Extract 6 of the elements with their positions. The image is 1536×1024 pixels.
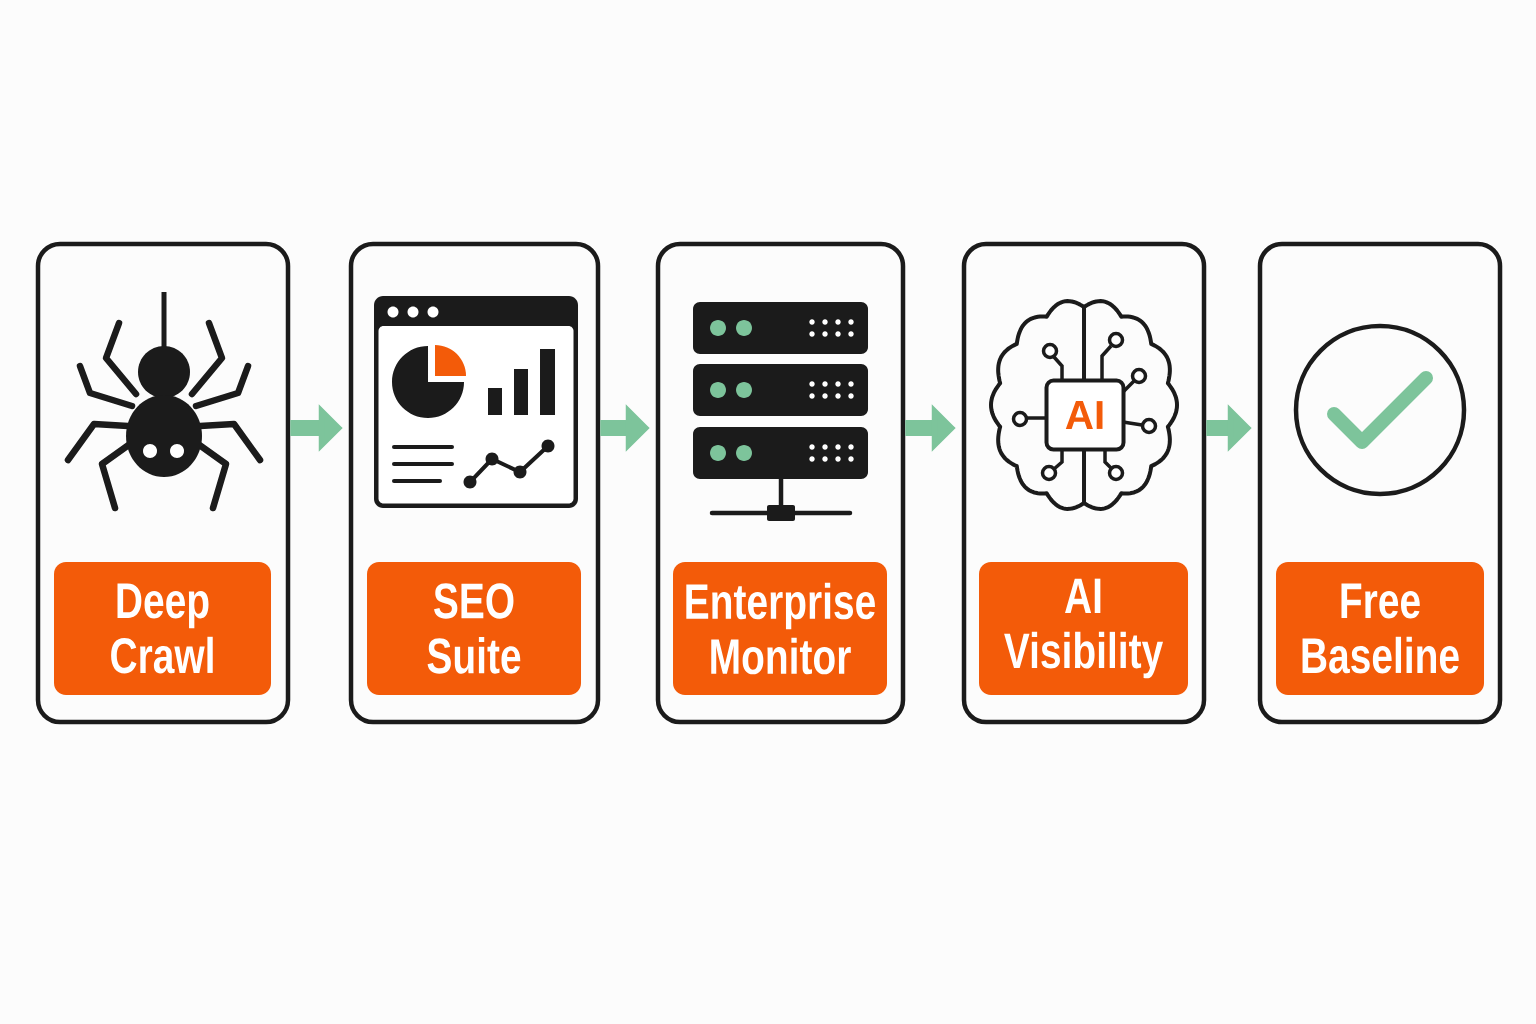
label-box: Enterprise Monitor — [673, 562, 887, 695]
label-box: Deep Crawl — [54, 562, 271, 695]
label-box: Free Baseline — [1276, 562, 1484, 695]
chip-label: AI — [1044, 378, 1126, 452]
label-box: SEO Suite — [367, 562, 581, 695]
label-box: AI Visibility — [979, 562, 1188, 695]
